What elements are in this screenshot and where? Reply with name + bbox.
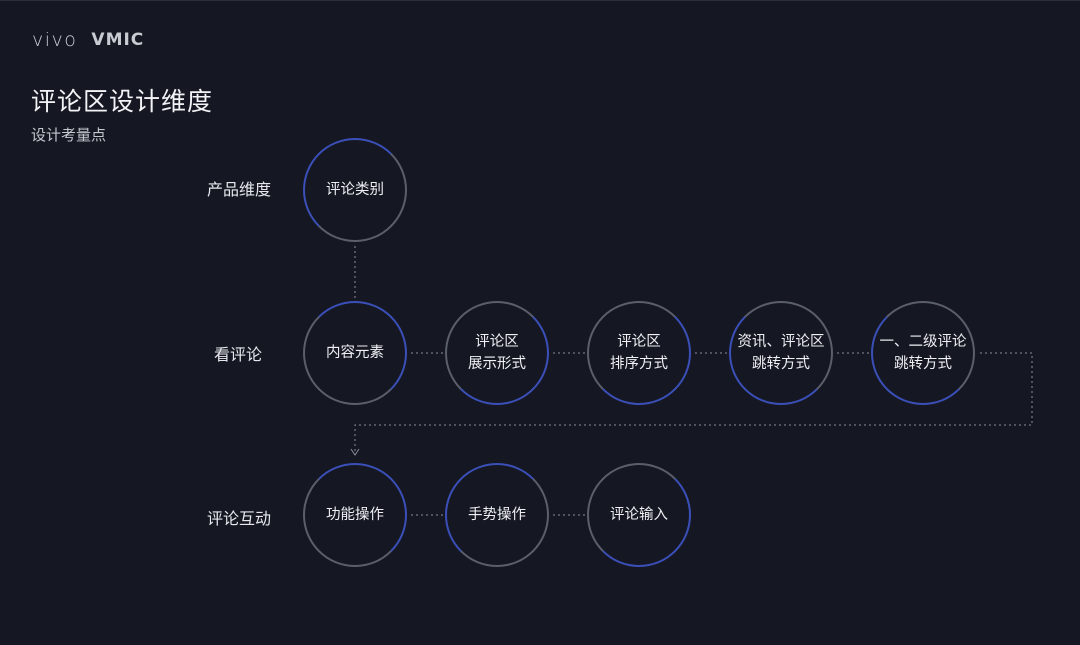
vivo-logo-text: vivo — [32, 29, 78, 51]
page-title: 评论区设计维度 — [31, 87, 214, 116]
brand-logo: vivo VMIC — [32, 29, 145, 51]
node-comment-category: 评论类别 — [303, 138, 407, 242]
node-function-ops: 功能操作 — [303, 463, 407, 567]
row-label-view-comments: 看评论 — [213, 345, 262, 364]
node-display-format: 评论区 展示形式 — [445, 301, 549, 405]
connector-arrowhead — [350, 448, 360, 456]
connector-wrap — [354, 352, 1033, 452]
row-label-interaction: 评论互动 — [206, 509, 271, 528]
node-sort-method: 评论区 排序方式 — [587, 301, 691, 405]
page-subtitle: 设计考量点 — [31, 126, 107, 144]
node-gesture-ops: 手势操作 — [445, 463, 549, 567]
row-label-product: 产品维度 — [206, 180, 271, 199]
vmic-logo-text: VMIC — [91, 30, 145, 50]
node-news-jump-method: 资讯、评论区 跳转方式 — [729, 301, 833, 405]
node-comment-input: 评论输入 — [587, 463, 691, 567]
node-content-elements: 内容元素 — [303, 301, 407, 405]
node-level-jump-method: 一、二级评论 跳转方式 — [871, 301, 975, 405]
top-divider — [0, 0, 1080, 1]
